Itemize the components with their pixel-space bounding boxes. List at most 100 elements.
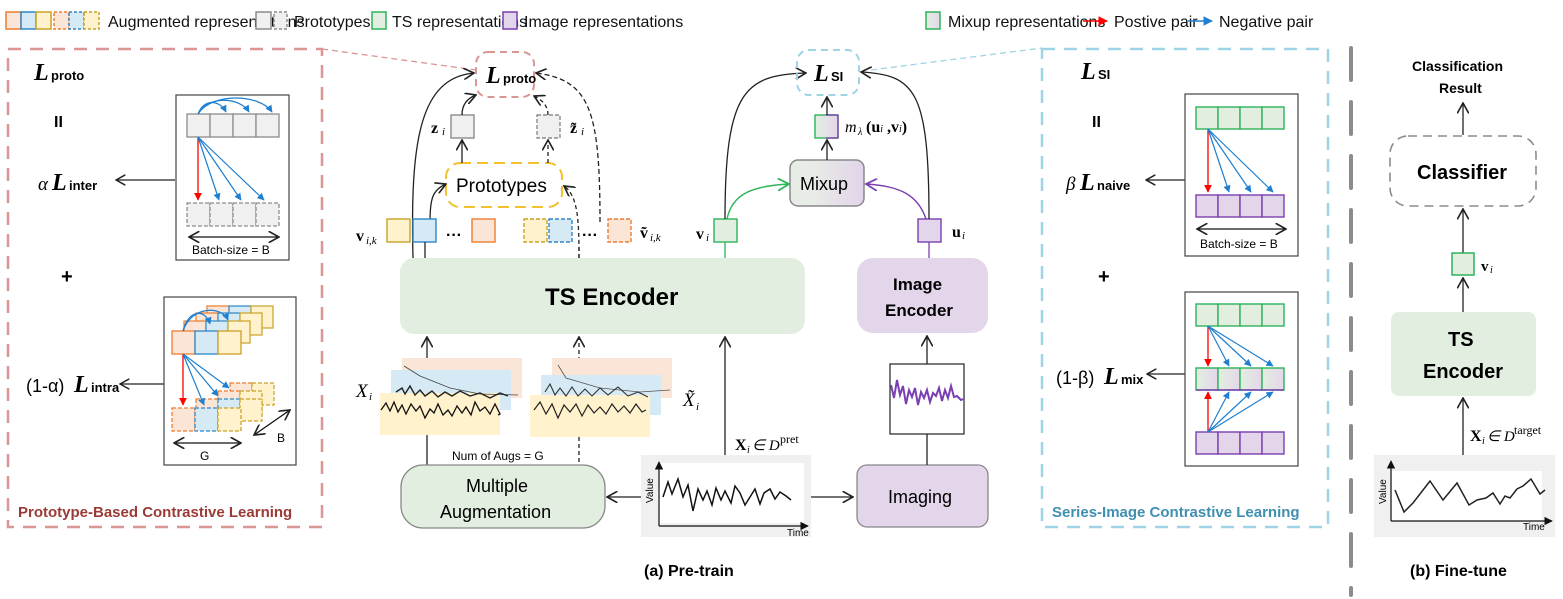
multi-aug-line2: Augmentation	[440, 502, 551, 522]
mixup-fn: m	[845, 119, 857, 136]
pretrain-axis-value: Value	[645, 478, 656, 503]
naive-contrast-box: Batch-size = B	[1184, 93, 1299, 257]
finetune-input-label: X	[1470, 428, 1482, 445]
input-x-sub: i	[747, 445, 750, 456]
mixup-args: (ui ,vi)	[866, 119, 907, 136]
legend-positive-label: Postive pair	[1114, 14, 1198, 31]
finetune-caption: (b) Fine-tune	[1410, 563, 1507, 580]
finetune-encoder-line1: TS	[1448, 329, 1474, 351]
legend-mixup-swatch	[925, 11, 941, 30]
mixup-label: Mixup	[800, 174, 848, 194]
vi-label: v	[696, 226, 704, 243]
loss-proto-node	[475, 51, 535, 98]
multiple-augmentation-node	[400, 464, 606, 529]
aug-rep-yellow	[386, 218, 411, 243]
legend-ts-label: TS representations	[392, 14, 527, 31]
finetune-input-series-plot: Value Time	[1374, 455, 1555, 537]
classifier-label: Classifier	[1417, 162, 1507, 184]
vik-label: v	[356, 228, 364, 245]
pretrain-input-series-plot: Value Time	[641, 455, 811, 539]
ts-encoder-label: TS Encoder	[545, 284, 678, 311]
finetune-vi-sub: i	[1490, 265, 1493, 276]
legend-image-swatch	[502, 11, 518, 30]
si-panel-title: Series-Image Contrastive Learning	[1052, 504, 1300, 521]
proto-term1-symbol: L	[51, 170, 67, 196]
vik-tilde-label: ṽ	[640, 225, 648, 242]
zi-tilde-sub: i	[581, 126, 584, 138]
proto-loss-sub: proto	[51, 68, 84, 83]
loss-si-sub: SI	[831, 69, 843, 84]
result-line2: Result	[1439, 80, 1482, 96]
vi-sub: i	[706, 232, 709, 244]
legend-prototypes-swatch	[255, 11, 288, 30]
multi-aug-line1: Multiple	[466, 476, 528, 496]
xi-tilde-label: X̃	[682, 390, 696, 411]
xi-sub: i	[369, 391, 372, 403]
intra-g-label: G	[200, 449, 209, 463]
si-panel-connector	[870, 47, 1043, 71]
ui-sub: i	[962, 230, 965, 242]
proto-panel-connector	[321, 48, 477, 71]
imaging-label: Imaging	[888, 487, 952, 507]
ts-encoder-node	[400, 258, 805, 334]
si-plus: +	[1098, 266, 1110, 288]
proto-panel-title: Prototype-Based Contrastive Learning	[18, 504, 292, 521]
aug-rep-orange-dashed	[607, 218, 632, 243]
legend-augmented-swatch	[5, 11, 100, 30]
result-line1: Classification	[1412, 58, 1503, 74]
prototype-row-dashed	[186, 202, 280, 227]
naive-batch-label: Batch-size = B	[1200, 237, 1278, 251]
prototypes-label: Prototypes	[456, 176, 547, 197]
legend: Augmented representations Prototypes TS …	[5, 11, 1314, 31]
mixup-rep-node	[814, 114, 839, 139]
si-term2-sub: mix	[1121, 372, 1144, 387]
pretrain-caption: (a) Pre-train	[644, 563, 734, 580]
legend-image-label-visible: Image representations	[524, 14, 683, 31]
si-term2-coef: (1-β)	[1056, 368, 1094, 388]
proto-equals: II	[54, 114, 63, 131]
aug-rep-yellow-dashed	[523, 218, 548, 243]
xi-tilde-sub: i	[696, 401, 699, 413]
intra-b-label: B	[277, 431, 285, 445]
proto-term2-symbol: L	[73, 372, 89, 398]
prototype-panel: L proto II α L inter + (1-α) L intra	[6, 47, 324, 529]
si-equals: II	[1092, 114, 1101, 131]
loss-si-symbol: L	[813, 61, 829, 87]
finetune-axis-value: Value	[1378, 479, 1389, 504]
zi-tilde-node	[536, 114, 561, 139]
input-x-label: X	[735, 437, 747, 454]
loss-proto-sub: proto	[503, 71, 536, 86]
aug-rep-orange	[471, 218, 496, 243]
proto-plus: +	[61, 266, 73, 288]
finetune-input-sub: i	[1482, 436, 1485, 447]
si-term1-symbol: L	[1079, 170, 1095, 196]
mixup-fn-sub: λ	[857, 127, 863, 138]
ui-label: u	[952, 224, 961, 241]
zi-label: z	[431, 120, 438, 137]
finetune-input-sup: target	[1514, 423, 1542, 437]
proto-term1-coef: α	[38, 174, 49, 195]
proto-loss-symbol: L	[33, 60, 49, 86]
intra-contrast-box: G B	[163, 296, 297, 466]
augmented-series-xi-tilde	[530, 358, 672, 437]
vik-tilde-sub: i,k	[650, 232, 662, 244]
si-loss-symbol: L	[1080, 59, 1096, 85]
pretrain-section: L proto z i z̃ i Prototypes v i,k ··· ··…	[355, 49, 989, 580]
legend-prototypes-label: Prototypes	[294, 14, 370, 31]
zi-tilde-label: z̃	[570, 120, 577, 137]
finetune-encoder-line2: Encoder	[1423, 361, 1503, 383]
inter-batch-label: Batch-size = B	[192, 243, 270, 257]
image-encoder-node	[857, 258, 988, 333]
pretrain-axis-time: Time	[787, 528, 809, 539]
si-loss-sub: SI	[1098, 67, 1110, 82]
xi-label: X	[355, 381, 369, 402]
image-thumbnail	[889, 363, 965, 435]
zi-sub: i	[442, 126, 445, 138]
ellipsis-2: ···	[582, 227, 598, 244]
proto-term2-coef: (1-α)	[26, 376, 64, 396]
si-term1-coef: β	[1065, 174, 1076, 195]
imaging-node	[856, 464, 989, 528]
zi-node	[450, 114, 475, 139]
vi-node	[713, 218, 738, 243]
